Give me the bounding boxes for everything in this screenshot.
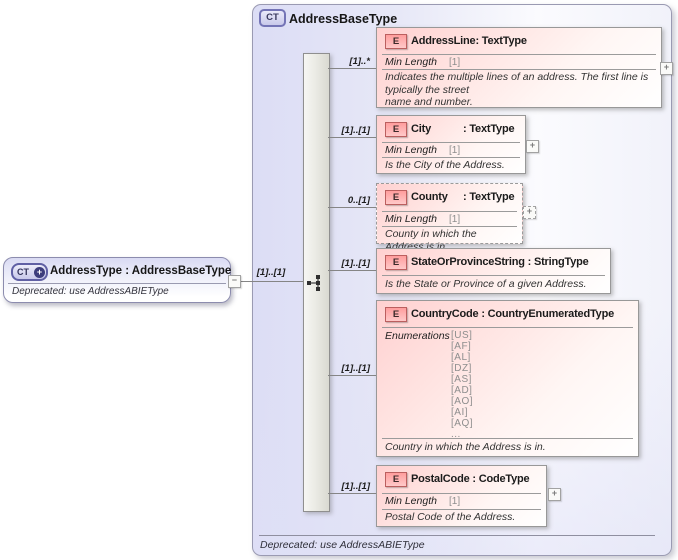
root-element-box-addresstype[interactable]: CT + AddressType : AddressBaseType Depre… xyxy=(3,257,231,303)
enumerations-list: [US] [AF] [AL] [DZ] [AS] [AD] [AO] [AI] … xyxy=(451,330,473,440)
complextype-deprecated-note: Deprecated: use AddressABIEType xyxy=(260,539,425,551)
connector-line xyxy=(328,493,376,494)
element-box-stateorprovincestring[interactable]: E StateOrProvinceString : StringType Is … xyxy=(376,248,611,294)
connector-line xyxy=(328,375,376,376)
element-type: : CodeType xyxy=(472,473,530,485)
expand-toggle[interactable]: + xyxy=(548,488,561,501)
facet-value: [1] xyxy=(449,145,461,156)
sequence-icon xyxy=(307,275,320,291)
divider xyxy=(382,226,517,227)
element-type: : TextType xyxy=(463,123,515,135)
divider xyxy=(382,69,656,70)
root-deprecated-note: Deprecated: use AddressABIEType xyxy=(12,286,169,297)
element-type: : StringType xyxy=(527,256,589,268)
element-badge: E xyxy=(385,34,407,49)
divider xyxy=(382,493,541,494)
divider xyxy=(382,275,605,276)
element-title: CountryCode : CountryEnumeratedType xyxy=(411,308,614,320)
facet-label: Min Length xyxy=(385,56,437,68)
enumerations-label: Enumerations xyxy=(385,330,450,342)
element-name: StateOrProvinceString xyxy=(411,256,525,268)
divider xyxy=(8,283,226,284)
enum-value: [US] xyxy=(451,330,473,341)
facet-label: Min Length xyxy=(385,213,437,225)
collapse-toggle[interactable]: − xyxy=(228,275,241,288)
plus-icon: + xyxy=(34,266,45,278)
element-type: : TextType xyxy=(475,35,527,47)
element-box-city[interactable]: E City : TextType Min Length [1] Is the C… xyxy=(376,115,526,174)
enum-value: ... xyxy=(451,429,461,440)
facet-label: Min Length xyxy=(385,144,437,156)
connector-line xyxy=(328,137,376,138)
cardinality-label: [1]..[1] xyxy=(341,363,371,374)
element-description: Postal Code of the Address. xyxy=(385,511,516,523)
cardinality-label: [1]..[1] xyxy=(341,258,371,269)
element-title: AddressLine: TextType xyxy=(411,35,527,47)
facet-value: [1] xyxy=(449,496,461,507)
enum-value: [DZ] xyxy=(451,363,472,374)
element-badge: E xyxy=(385,190,407,205)
element-badge: E xyxy=(385,307,407,322)
enum-value: [AI] xyxy=(451,407,469,418)
element-box-postalcode[interactable]: E PostalCode : CodeType Min Length [1] P… xyxy=(376,465,547,527)
expand-toggle[interactable]: + xyxy=(523,206,536,219)
element-type: : TextType xyxy=(463,191,515,203)
element-title: StateOrProvinceString : StringType xyxy=(411,256,589,268)
element-description: Is the City of the Address. xyxy=(385,159,505,171)
element-box-addressline[interactable]: E AddressLine: TextType Min Length [1] I… xyxy=(376,27,662,108)
element-description: Indicates the multiple lines of an addre… xyxy=(385,71,649,108)
footer-divider xyxy=(259,535,655,536)
cardinality-label: [1]..[1] xyxy=(341,125,371,136)
enum-value: [AL] xyxy=(451,352,471,363)
cardinality-label: 0..[1] xyxy=(347,195,370,206)
element-box-county[interactable]: E County : TextType Min Length [1] County… xyxy=(376,183,523,253)
divider xyxy=(382,438,633,439)
divider xyxy=(382,142,520,143)
enum-value: [AF] xyxy=(451,341,472,352)
complextype-badge: CT xyxy=(259,9,286,27)
divider xyxy=(382,157,520,158)
expand-toggle[interactable]: + xyxy=(660,62,673,75)
enum-value: [AO] xyxy=(451,396,474,407)
divider xyxy=(382,211,517,212)
enum-value: [AS] xyxy=(451,374,472,385)
element-name: AddressLine xyxy=(411,35,476,47)
element-box-countrycode[interactable]: E CountryCode : CountryEnumeratedType En… xyxy=(376,300,639,457)
element-name: County xyxy=(411,191,448,203)
badge-label: CT xyxy=(17,267,29,277)
element-badge: E xyxy=(385,472,407,487)
cardinality-label: [1]..[1] xyxy=(256,267,286,278)
connector-line xyxy=(328,270,376,271)
element-badge: E xyxy=(385,255,407,270)
enum-value: [AQ] xyxy=(451,418,474,429)
facet-label: Min Length xyxy=(385,495,437,507)
element-title: County : TextType xyxy=(411,191,515,203)
element-name: City xyxy=(411,123,431,135)
facet-value: [1] xyxy=(449,57,461,68)
connector-line xyxy=(328,207,376,208)
connector-line xyxy=(233,281,303,282)
connector-line xyxy=(328,68,376,69)
divider xyxy=(382,509,541,510)
element-description: Is the State or Province of a given Addr… xyxy=(385,278,587,290)
element-name: PostalCode xyxy=(411,473,470,485)
enum-value: [AD] xyxy=(451,385,473,396)
expand-toggle[interactable]: + xyxy=(526,140,539,153)
root-element-title: AddressType : AddressBaseType xyxy=(50,265,232,277)
element-type: : CountryEnumeratedType xyxy=(481,308,615,320)
element-title: PostalCode : CodeType xyxy=(411,473,530,485)
element-badge: E xyxy=(385,122,407,137)
facet-value: [1] xyxy=(449,214,461,225)
complextype-title: AddressBaseType xyxy=(289,12,398,26)
element-title: City : TextType xyxy=(411,123,515,135)
element-description: Country in which the Address is in. xyxy=(385,441,546,453)
cardinality-label: [1]..* xyxy=(349,56,370,67)
divider xyxy=(382,327,633,328)
cardinality-label: [1]..[1] xyxy=(341,481,371,492)
element-name: CountryCode xyxy=(411,308,479,320)
complextype-plus-badge: CT + xyxy=(11,263,48,281)
divider xyxy=(382,54,656,55)
